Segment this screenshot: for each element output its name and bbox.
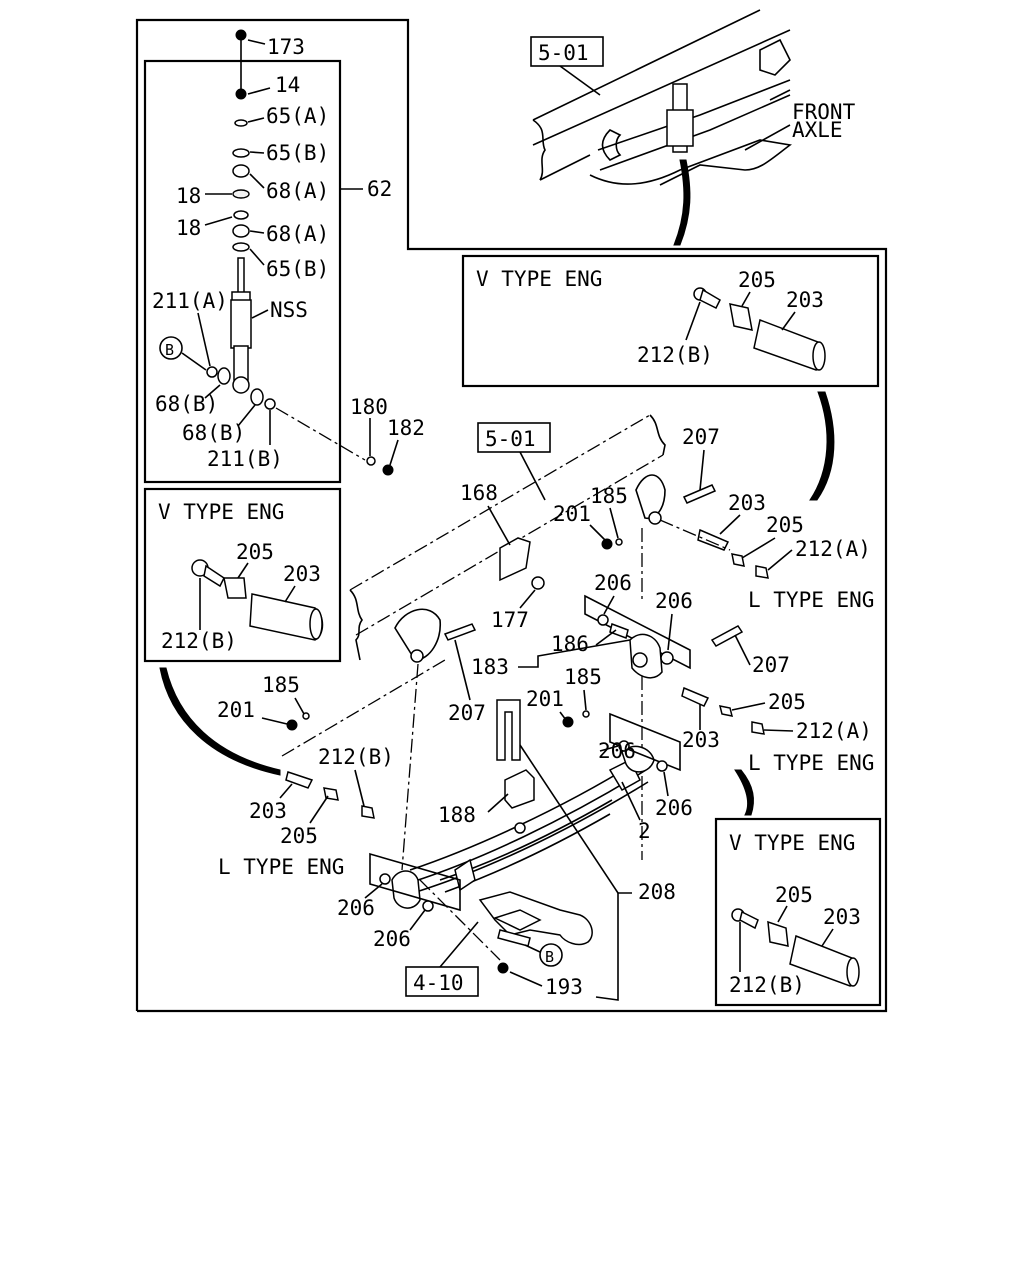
v2-callout-203: 203 <box>786 288 824 312</box>
callout-68a-1: 68(A) <box>266 179 329 203</box>
callout-205-3: 205 <box>280 824 318 848</box>
l-type-label-3: L TYPE ENG <box>218 855 344 879</box>
callout-18-2: 18 <box>176 216 201 240</box>
v1-callout-205: 205 <box>236 540 274 564</box>
callout-18-1: 18 <box>176 184 201 208</box>
v1-callout-203: 203 <box>283 562 321 586</box>
reference-4-10: 4-10 <box>413 971 464 995</box>
callout-183: 183 <box>471 655 509 679</box>
b-marker-circle-2 <box>539 943 563 967</box>
washer-180 <box>366 456 376 466</box>
callout-65a-1: 65(A) <box>266 104 329 128</box>
callout-173: 173 <box>267 35 305 59</box>
callout-168: 168 <box>460 481 498 505</box>
callout-193: 193 <box>545 975 583 999</box>
shock-absorber-kit-box <box>143 59 342 484</box>
v2-callout-205: 205 <box>738 268 776 292</box>
front-hanger-hardware <box>601 484 769 579</box>
callout-201-3: 201 <box>217 698 255 722</box>
callout-188: 188 <box>438 803 476 827</box>
callout-206-5: 206 <box>337 896 375 920</box>
callout-201-1: 201 <box>553 502 591 526</box>
reference-5-01-top: 5-01 <box>538 41 589 65</box>
grease-fitting-bottom <box>731 908 860 987</box>
l-type-label-2: L TYPE ENG <box>748 751 874 775</box>
callout-180: 180 <box>350 395 388 419</box>
front-axle-label-line-1: FRONT <box>792 100 856 124</box>
b-marker-circle <box>159 336 183 360</box>
callout-2: 2 <box>638 819 651 843</box>
callout-211b: 211(B) <box>207 447 283 471</box>
callout-68a-2: 68(A) <box>266 222 329 246</box>
v1-callout-212b: 212(B) <box>161 629 237 653</box>
callout-68b-2: 68(B) <box>182 421 245 445</box>
callout-205-2: 205 <box>768 690 806 714</box>
callout-206-3: 206 <box>598 739 636 763</box>
shackle-assembly <box>562 594 765 735</box>
callout-182: 182 <box>387 416 425 440</box>
ref-box-axle: 4-10 <box>405 921 479 997</box>
callout-201-2: 201 <box>526 687 564 711</box>
v-type-inset-bottom <box>714 817 882 1007</box>
leaf-spring-assembly <box>369 699 681 912</box>
callout-207-2: 207 <box>752 653 790 677</box>
callout-211a: 211(A) <box>152 289 228 313</box>
callout-206-2: 206 <box>655 589 693 613</box>
callout-arrow-right <box>809 391 835 501</box>
v-type-inset-left <box>143 487 342 663</box>
v2-callout-212b: 212(B) <box>637 343 713 367</box>
top-chassis-sketch <box>532 9 792 186</box>
v-type-label-top: V TYPE ENG <box>476 267 602 291</box>
callout-212b-4: 212(B) <box>318 745 394 769</box>
callout-185-2: 185 <box>564 665 602 689</box>
v3-callout-203: 203 <box>823 905 861 929</box>
reference-5-01-mid: 5-01 <box>485 427 536 451</box>
callout-206-1: 206 <box>594 571 632 595</box>
ref-box-mid: 5-01 <box>477 422 551 501</box>
callout-203-3: 203 <box>249 799 287 823</box>
callout-206-6: 206 <box>373 927 411 951</box>
callout-177: 177 <box>491 608 529 632</box>
v-type-inset-top <box>461 254 880 388</box>
callout-arrow-left <box>159 667 281 776</box>
callout-203-2: 203 <box>682 728 720 752</box>
l-type-label-1: L TYPE ENG <box>748 588 874 612</box>
callout-62: 62 <box>367 177 392 201</box>
callout-206-4: 206 <box>655 796 693 820</box>
callout-65b-2: 65(B) <box>266 257 329 281</box>
nut-182 <box>382 464 394 476</box>
b-marker-label-2: B <box>545 948 554 966</box>
front-axle-label-line-2: AXLE <box>792 118 843 142</box>
callout-212a-1: 212(A) <box>795 537 871 561</box>
callout-203-1: 203 <box>728 491 766 515</box>
callout-65b-1: 65(B) <box>266 141 329 165</box>
callout-207-3: 207 <box>448 701 486 725</box>
nss-label: NSS <box>270 298 308 322</box>
v3-callout-205: 205 <box>775 883 813 907</box>
callout-185-3: 185 <box>262 673 300 697</box>
grease-fitting-top <box>693 287 826 371</box>
callout-208: 208 <box>638 880 676 904</box>
callout-185-1: 185 <box>590 484 628 508</box>
v3-callout-212b: 212(B) <box>729 973 805 997</box>
v-type-label-bottom: V TYPE ENG <box>729 831 855 855</box>
callout-205-1: 205 <box>766 513 804 537</box>
callout-212a-2: 212(A) <box>796 719 872 743</box>
callout-14: 14 <box>275 73 300 97</box>
b-marker-label: B <box>165 341 174 359</box>
outer-frame <box>135 18 888 1013</box>
callout-arrow-lower-right <box>734 769 754 816</box>
ref-box-top: 5-01 <box>530 36 604 96</box>
callout-207-1: 207 <box>682 425 720 449</box>
callout-arrow-top <box>673 159 691 246</box>
v-type-label-left: V TYPE ENG <box>158 500 284 524</box>
axle-bracket <box>419 879 593 974</box>
grease-fitting-left <box>191 559 324 641</box>
shock-absorber-stack <box>206 29 276 410</box>
rear-hanger-hardware <box>285 623 477 819</box>
